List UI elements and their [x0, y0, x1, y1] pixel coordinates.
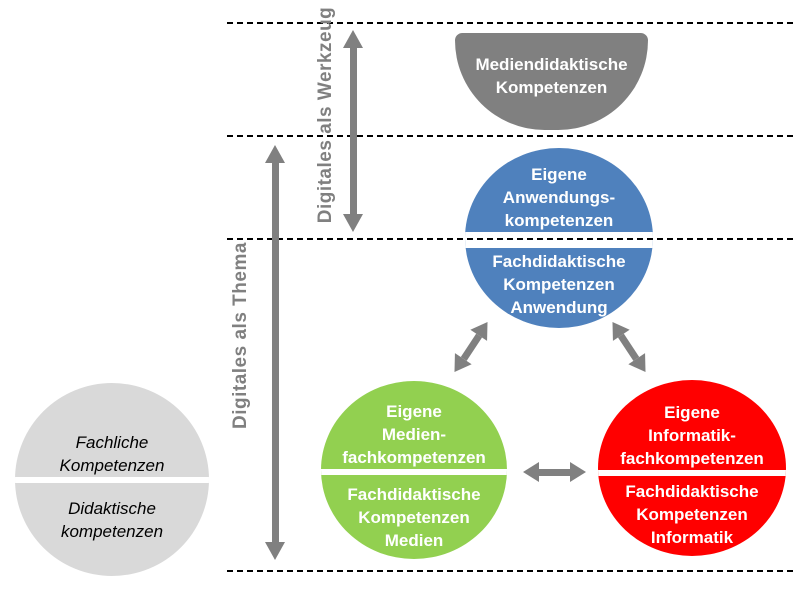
dashed-line-1 [227, 22, 793, 24]
node-informatics-top-line-2: Informatik- [648, 426, 736, 445]
node-media-bottom-line-2: Kompetenzen [358, 508, 470, 527]
node-teacher-bottom-line-2: kompetenzen [60, 522, 164, 541]
node-media-didactic-line-1: Mediendidaktische [475, 55, 628, 74]
node-media-top-line-1: Eigene [386, 402, 442, 421]
arrow-left-head-icon [523, 462, 539, 482]
node-application-bottom-line-3: Anwendung [510, 298, 608, 317]
arrow-shaft [539, 468, 570, 476]
media-informatics-double-arrow-icon [523, 461, 586, 483]
node-application-top-line-1: Eigene [531, 165, 587, 184]
arrow-down-head-icon [265, 542, 285, 560]
node-informatics-top-line-1: Eigene [664, 403, 720, 422]
thema-range-double-arrow-icon [264, 145, 286, 560]
node-application-bottom-line-2: Kompetenzen [503, 275, 615, 294]
application-media-double-arrow-icon [445, 316, 496, 378]
dashed-line-3 [227, 238, 793, 240]
axis-label-digitales-als-thema: Digitales als Thema [230, 242, 251, 429]
node-informatics-divider [598, 470, 786, 476]
node-informatics-bottom-line-2: Kompetenzen [636, 505, 748, 524]
arrow-shaft [271, 163, 279, 542]
arrow-shaft [618, 333, 640, 361]
node-media-top-line-2: Medien- [381, 425, 447, 444]
arrow-shaft [349, 48, 357, 214]
node-media: Eigene Medien- fachkompetenzen Fachdidak… [321, 381, 507, 559]
node-application-top-line-3: kompetenzen [504, 211, 614, 230]
node-media-didactic-line-2: Kompetenzen [495, 78, 608, 97]
arrow-up-head-icon [265, 145, 285, 163]
node-media-divider [321, 469, 507, 475]
node-media-bottom-line-1: Fachdidaktische [347, 485, 481, 504]
node-application-divider [465, 232, 653, 248]
node-informatics-top-line-3: fachkompetenzen [620, 449, 764, 468]
dashed-line-4 [227, 570, 793, 572]
arrow-down-head-icon [343, 214, 363, 232]
arrow-right-head-icon [570, 462, 586, 482]
node-teacher-bottom-line-1: Didaktische [68, 499, 156, 518]
node-teacher-divider [15, 477, 209, 483]
node-teacher-top-line-1: Fachliche [75, 433, 149, 452]
arrow-shaft [460, 333, 482, 361]
node-media-bottom-line-3: Medien [384, 531, 444, 550]
node-application-top-line-2: Anwendungs- [502, 188, 616, 207]
dashed-line-2 [227, 135, 793, 137]
node-media-didactic: Mediendidaktische Kompetenzen [455, 33, 648, 130]
node-teacher-top-line-2: Kompetenzen [59, 456, 165, 475]
node-informatics-bottom-line-3: Informatik [650, 528, 734, 547]
axis-label-digitales-als-werkzeug: Digitales als Werkzeug [315, 6, 336, 224]
node-informatics: Eigene Informatik- fachkompetenzen Fachd… [598, 380, 786, 556]
node-teacher: Fachliche Kompetenzen Didaktische kompet… [15, 383, 209, 576]
arrow-up-head-icon [343, 30, 363, 48]
node-media-top-line-3: fachkompetenzen [342, 448, 486, 467]
node-informatics-bottom-line-1: Fachdidaktische [625, 482, 759, 501]
werkzeug-range-double-arrow-icon [342, 30, 364, 232]
node-application-bottom-line-1: Fachdidaktische [492, 252, 626, 271]
